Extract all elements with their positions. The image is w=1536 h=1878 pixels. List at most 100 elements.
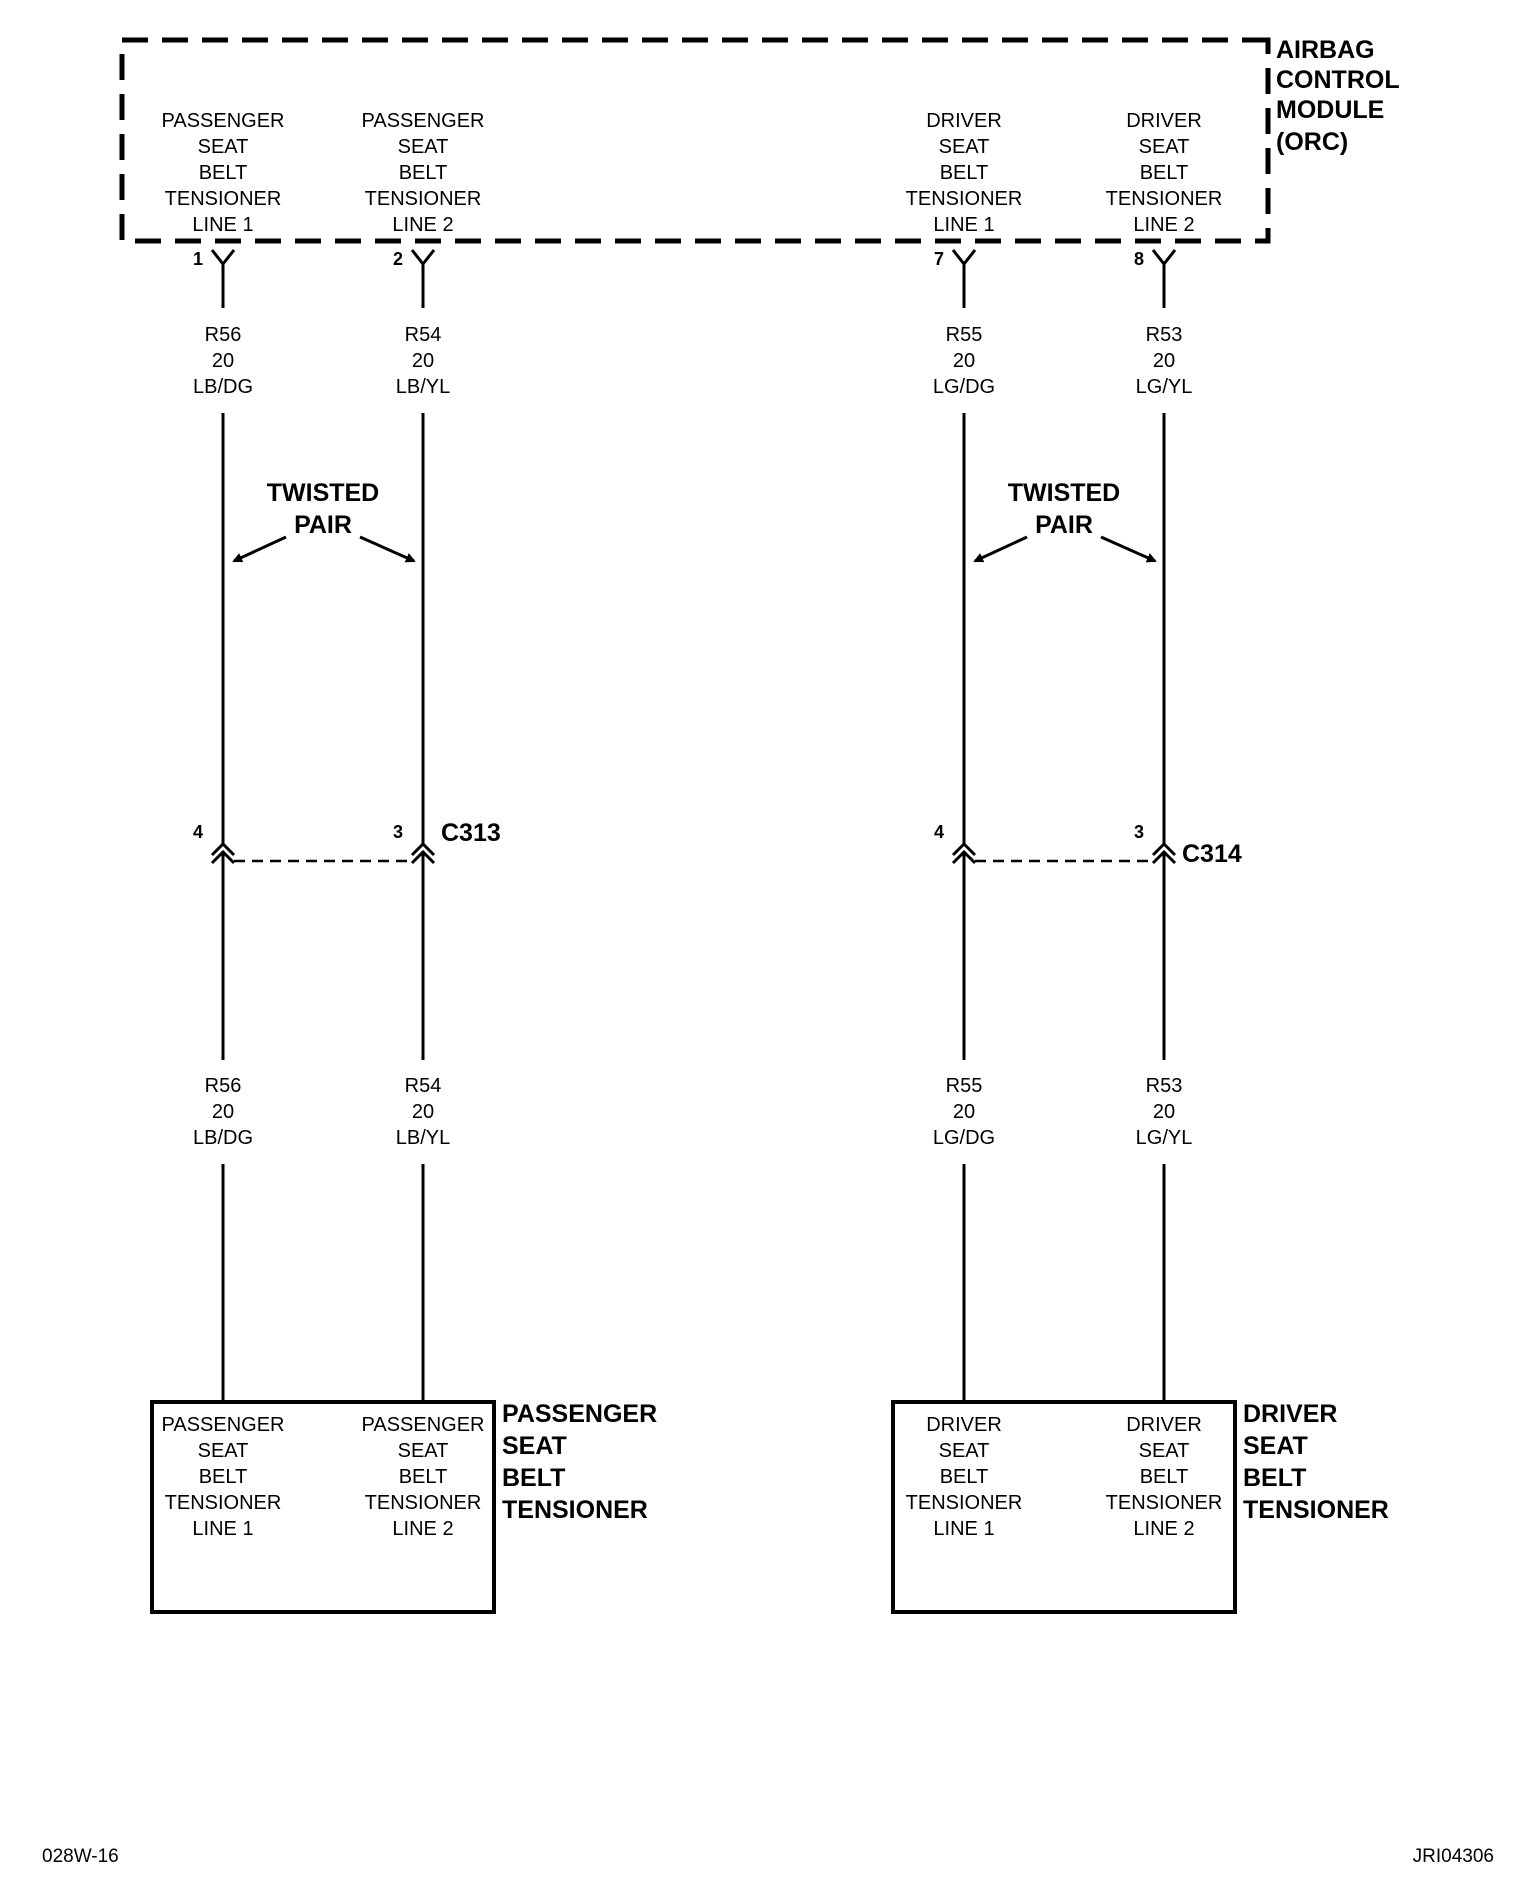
- module-pin-2: 2: [393, 249, 436, 308]
- cavity-label: LINE 2: [392, 214, 453, 236]
- wire-gauge: 20: [953, 350, 975, 372]
- circuit-id: R53: [1146, 324, 1183, 346]
- pin-number: 8: [1134, 249, 1144, 269]
- pin-number: 3: [1134, 822, 1144, 842]
- connector-name: C314: [1182, 840, 1242, 868]
- wire-label-upper-r56: R56 20 LB/DG: [193, 324, 253, 398]
- female-terminal-icon: [210, 249, 236, 308]
- wire-color: LB/DG: [193, 376, 253, 398]
- circuit-id: R53: [1146, 1075, 1183, 1097]
- passenger-seat-belt-tensioner: PASSENGER SEAT BELT TENSIONER LINE 1 PAS…: [150, 1400, 657, 1614]
- module-title-line-2: CONTROL: [1276, 66, 1400, 94]
- arrow-left-icon: [973, 535, 1028, 563]
- pin-number: 3: [393, 822, 403, 842]
- wire-color: LB/DG: [193, 1127, 253, 1149]
- cavity-label: DRIVER: [1126, 110, 1202, 132]
- component-outline: [891, 1400, 1237, 1614]
- pin-number: 4: [934, 822, 944, 842]
- cavity-label: SEAT: [939, 1440, 990, 1462]
- cavity-label: BELT: [399, 162, 448, 184]
- cavity-label: DRIVER: [926, 1414, 1002, 1436]
- pin-number: 1: [193, 249, 203, 269]
- connector-c313: 4 3 C313: [193, 819, 501, 865]
- cavity-label: SEAT: [198, 1440, 249, 1462]
- module-cavity-driver-line-1: DRIVER SEAT BELT TENSIONER LINE 1: [906, 110, 1023, 236]
- footer-right-code: JRI04306: [1413, 1846, 1494, 1867]
- cavity-label: DRIVER: [926, 110, 1002, 132]
- cavity-label: TENSIONER: [906, 188, 1023, 210]
- cavity-label: LINE 2: [1133, 214, 1194, 236]
- cavity-label: BELT: [199, 162, 248, 184]
- wire-label-lower-r53: R53 20 LG/YL: [1136, 1075, 1193, 1149]
- wire-gauge: 20: [212, 350, 234, 372]
- wire-gauge: 20: [412, 350, 434, 372]
- module-pin-8: 8: [1134, 249, 1177, 308]
- cavity-label: TENSIONER: [1106, 1492, 1223, 1514]
- twisted-pair-note-passenger: TWISTED PAIR: [232, 479, 416, 563]
- cavity-label: BELT: [940, 1466, 989, 1488]
- twisted-pair-note-driver: TWISTED PAIR: [973, 479, 1157, 563]
- component-title: BELT: [1243, 1464, 1306, 1492]
- driver-seat-belt-tensioner: DRIVER SEAT BELT TENSIONER LINE 1 DRIVER…: [891, 1400, 1389, 1614]
- footer-left-code: 028W-16: [42, 1846, 119, 1867]
- wire-label-lower-r56: R56 20 LB/DG: [193, 1075, 253, 1149]
- connector-c314: 4 3 C314: [934, 822, 1242, 868]
- wire-color: LB/YL: [396, 376, 450, 398]
- pin-number: 7: [934, 249, 944, 269]
- connector-name: C313: [441, 819, 501, 847]
- component-title: SEAT: [502, 1432, 567, 1460]
- cavity-label: LINE 1: [933, 1518, 994, 1540]
- wire-color: LG/DG: [933, 376, 995, 398]
- module-cavity-passenger-line-2: PASSENGER SEAT BELT TENSIONER LINE 2: [362, 110, 485, 236]
- wire-label-lower-r55: R55 20 LG/DG: [933, 1075, 995, 1149]
- wire-color: LG/YL: [1136, 376, 1193, 398]
- arrow-right-icon: [359, 535, 416, 563]
- module-title-line-4: (ORC): [1276, 128, 1348, 156]
- component-title: BELT: [502, 1464, 565, 1492]
- wire-gauge: 20: [212, 1101, 234, 1123]
- pin-number: 4: [193, 822, 203, 842]
- module-cavity-driver-line-2: DRIVER SEAT BELT TENSIONER LINE 2: [1106, 110, 1223, 236]
- female-terminal-icon: [1151, 249, 1177, 308]
- module-dashed-outline: [119, 37, 1271, 244]
- cavity-label: TENSIONER: [365, 188, 482, 210]
- twisted-pair-label: TWISTED: [267, 479, 380, 507]
- cavity-label: BELT: [199, 1466, 248, 1488]
- wire-label-upper-r55: R55 20 LG/DG: [933, 324, 995, 398]
- wire-gauge: 20: [412, 1101, 434, 1123]
- component-title: DRIVER: [1243, 1400, 1337, 1428]
- twisted-pair-label: PAIR: [1035, 511, 1093, 539]
- circuit-id: R55: [946, 1075, 983, 1097]
- cavity-label: TENSIONER: [1106, 188, 1223, 210]
- airbag-control-module: AIRBAG CONTROL MODULE (ORC): [119, 36, 1400, 244]
- cavity-label: PASSENGER: [162, 110, 285, 132]
- module-cavity-passenger-line-1: PASSENGER SEAT BELT TENSIONER LINE 1: [162, 110, 285, 236]
- circuit-id: R55: [946, 324, 983, 346]
- cavity-label: LINE 2: [392, 1518, 453, 1540]
- wire-gauge: 20: [953, 1101, 975, 1123]
- cavity-label: SEAT: [198, 136, 249, 158]
- module-title-line-3: MODULE: [1276, 96, 1384, 124]
- wire-label-upper-r54: R54 20 LB/YL: [396, 324, 450, 398]
- female-terminal-icon: [410, 249, 436, 308]
- pin-number: 2: [393, 249, 403, 269]
- arrow-right-icon: [1100, 535, 1157, 563]
- cavity-label: SEAT: [398, 1440, 449, 1462]
- component-title: TENSIONER: [502, 1496, 648, 1524]
- wire-label-lower-r54: R54 20 LB/YL: [396, 1075, 450, 1149]
- female-terminal-icon: [951, 249, 977, 308]
- cavity-label: DRIVER: [1126, 1414, 1202, 1436]
- arrow-left-icon: [232, 535, 287, 563]
- module-title-line-1: AIRBAG: [1276, 36, 1375, 64]
- wire-color: LG/YL: [1136, 1127, 1193, 1149]
- cavity-label: TENSIONER: [906, 1492, 1023, 1514]
- cavity-label: PASSENGER: [162, 1414, 285, 1436]
- component-outline: [150, 1400, 496, 1614]
- wire-label-upper-r53: R53 20 LG/YL: [1136, 324, 1193, 398]
- cavity-label: TENSIONER: [365, 1492, 482, 1514]
- twisted-pair-label: TWISTED: [1008, 479, 1121, 507]
- circuit-id: R54: [405, 324, 442, 346]
- cavity-label: LINE 1: [192, 214, 253, 236]
- cavity-label: TENSIONER: [165, 1492, 282, 1514]
- wire-gauge: 20: [1153, 1101, 1175, 1123]
